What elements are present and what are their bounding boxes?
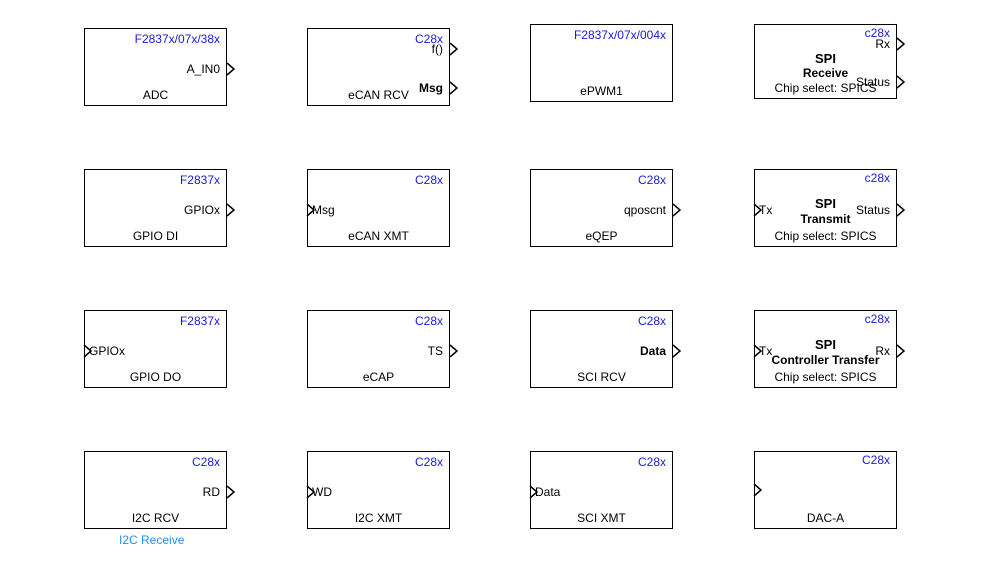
input-port-arrow-icon[interactable] (306, 203, 315, 217)
port-out-msg: Msg (419, 81, 443, 95)
target-tag: F2837x/07x/004x (573, 28, 666, 42)
gpio-di-block[interactable]: F2837x GPIOx GPIO DI (84, 169, 235, 247)
block-name: SCI RCV (577, 370, 626, 384)
spi-transmit-block[interactable]: c28x SPI Transmit Tx Status Chip select:… (753, 169, 905, 247)
block-name: eCAN RCV (348, 88, 409, 102)
output-port-arrow-icon[interactable] (672, 344, 681, 358)
port-out-f: f() (431, 42, 443, 56)
target-tag: c28x (864, 171, 890, 185)
input-port-arrow-icon[interactable] (753, 483, 762, 497)
output-port-arrow-icon[interactable] (896, 75, 905, 89)
output-port-arrow-icon[interactable] (896, 344, 905, 358)
spi-mode: Receive (802, 66, 849, 80)
port-in-tx: Tx (759, 203, 773, 217)
input-port-arrow-icon[interactable] (83, 344, 92, 358)
eqep-block[interactable]: C28x qposcnt eQEP (530, 169, 681, 247)
port-out-qposcnt: qposcnt (623, 203, 666, 217)
chip-select-label: Chip select: SPICS (774, 229, 877, 243)
target-tag: C28x (637, 173, 666, 187)
adc-block[interactable]: F2837x/07x/38x A_IN0 ADC (84, 28, 235, 106)
spi-title: SPI (815, 196, 836, 211)
dac-a-block[interactable]: C28x DAC-A (753, 451, 897, 529)
spi-receive-block[interactable]: c28x SPI Receive Rx Status Chip select: … (754, 24, 905, 99)
block-name: I2C XMT (354, 511, 403, 525)
target-tag: F2837x (179, 173, 220, 187)
input-port-arrow-icon[interactable] (753, 203, 762, 217)
port-in-data: Data (535, 485, 561, 499)
target-tag: C28x (191, 455, 220, 469)
target-tag: C28x (637, 314, 666, 328)
target-tag: C28x (414, 455, 443, 469)
input-port-arrow-icon[interactable] (306, 485, 315, 499)
ecan-rcv-block[interactable]: C28x f() Msg eCAN RCV (307, 28, 458, 106)
sci-xmt-block[interactable]: C28x Data SCI XMT (529, 451, 673, 529)
epwm-block[interactable]: F2837x/07x/004x ePWM1 (530, 24, 673, 102)
output-port-arrow-icon[interactable] (226, 485, 235, 499)
sci-rcv-block[interactable]: C28x Data SCI RCV (530, 310, 681, 388)
block-name: DAC-A (806, 511, 845, 525)
spi-title: SPI (815, 51, 836, 66)
target-tag: C28x (414, 32, 443, 46)
target-tag: F2837x/07x/38x (134, 32, 220, 46)
port-out-ts: TS (427, 344, 443, 358)
target-tag: C28x (414, 173, 443, 187)
spi-title: SPI (815, 337, 836, 352)
port-out-status: Status (855, 75, 890, 89)
spi-controller-transfer-block[interactable]: c28x SPI Controller Transfer Tx Rx Chip … (753, 310, 905, 388)
block-name: GPIO DI (132, 229, 179, 243)
target-tag: C28x (414, 314, 443, 328)
i2c-rcv-block[interactable]: C28x RD I2C RCV (84, 451, 235, 529)
input-port-arrow-icon[interactable] (529, 485, 538, 499)
i2c-xmt-block[interactable]: C28x WD I2C XMT (306, 451, 450, 529)
port-in-tx: Tx (759, 344, 773, 358)
output-port-arrow-icon[interactable] (896, 37, 905, 51)
block-name: ePWM1 (580, 84, 623, 98)
block-name: eQEP (585, 229, 618, 243)
target-tag: c28x (864, 312, 890, 326)
output-port-arrow-icon[interactable] (672, 203, 681, 217)
port-out-status: Status (855, 203, 890, 217)
output-port-arrow-icon[interactable] (226, 62, 235, 76)
i2c-receive-caption-link[interactable]: I2C Receive (119, 533, 185, 547)
spi-mode: Transmit (800, 212, 851, 226)
port-in-gpiox: GPIOx (89, 344, 126, 358)
block-name: I2C RCV (131, 511, 180, 525)
ecan-xmt-block[interactable]: C28x Msg eCAN XMT (306, 169, 450, 247)
port-out-data: Data (639, 344, 666, 358)
target-tag: C28x (861, 453, 890, 467)
port-out-a-in0: A_IN0 (186, 62, 220, 76)
block-name: eCAP (362, 370, 395, 384)
block-name: GPIO DO (129, 370, 182, 384)
output-port-arrow-icon[interactable] (226, 203, 235, 217)
port-out-rx: Rx (875, 344, 890, 358)
block-name: ADC (142, 88, 169, 102)
spi-mode: Controller Transfer (771, 353, 880, 367)
port-out-rd: RD (202, 485, 220, 499)
output-port-arrow-icon[interactable] (449, 42, 458, 56)
gpio-do-block[interactable]: F2837x GPIOx GPIO DO (83, 310, 227, 388)
output-port-arrow-icon[interactable] (449, 81, 458, 95)
output-port-arrow-icon[interactable] (449, 344, 458, 358)
block-name: eCAN XMT (348, 229, 409, 243)
port-out-gpiox: GPIOx (183, 203, 220, 217)
target-tag: F2837x (179, 314, 220, 328)
chip-select-label: Chip select: SPICS (774, 81, 877, 95)
target-tag: C28x (637, 455, 666, 469)
output-port-arrow-icon[interactable] (896, 203, 905, 217)
port-out-rx: Rx (875, 37, 890, 51)
block-name: SCI XMT (577, 511, 626, 525)
input-port-arrow-icon[interactable] (753, 344, 762, 358)
ecap-block[interactable]: C28x TS eCAP (307, 310, 458, 388)
port-in-wd: WD (312, 485, 332, 499)
target-tag: c28x (864, 26, 890, 40)
port-in-msg: Msg (312, 203, 335, 217)
chip-select-label: Chip select: SPICS (774, 370, 877, 384)
